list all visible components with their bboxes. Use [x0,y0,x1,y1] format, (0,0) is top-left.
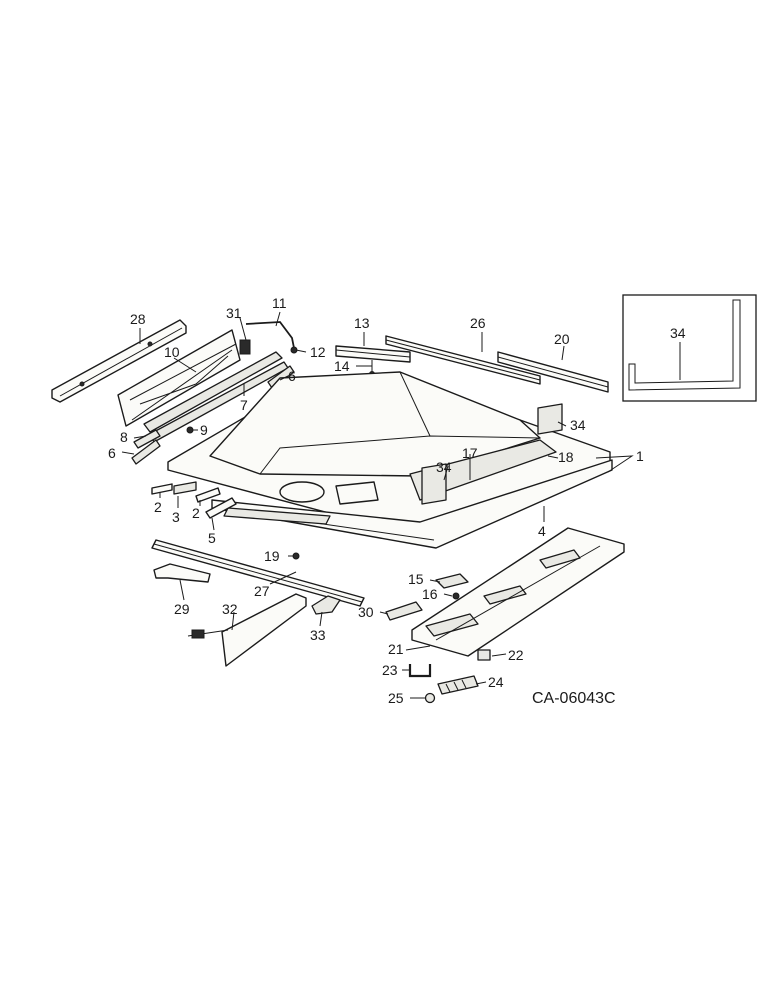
callout-20: 20 [554,331,570,347]
callout-14: 14 [334,358,350,374]
callout-1: 1 [636,448,644,464]
callout-19: 19 [264,548,280,564]
part-2-strip-right [195,487,221,503]
part-27-bar [151,539,365,607]
callout-29: 29 [174,601,190,617]
callout-18: 18 [558,449,574,465]
part-31-block [239,339,251,355]
part-33-bracket [311,595,341,615]
part-11-rod [245,321,295,349]
part-32-side-panel [187,593,307,667]
part-25-nut [424,692,436,704]
callout-7: 7 [240,397,248,413]
inset-detail-box [622,294,757,402]
callout-labels: 28 10 11 31 12 6 7 8 9 6 13 14 26 20 34 … [108,295,686,707]
callout-15: 15 [408,571,424,587]
part-16-nut [452,592,460,600]
callout-32: 32 [222,601,238,617]
part-2-strip-left [151,483,173,495]
diagram-code: CA-06043C [532,690,616,707]
part-4-lower-frame [211,459,613,549]
callout-26: 26 [470,315,486,331]
part-30-pad [385,601,423,621]
callout-33: 33 [310,627,326,643]
callout-9: 9 [200,422,208,438]
callout-34-left: 34 [436,459,452,475]
callout-31: 31 [226,305,242,321]
part-29-bracket [153,563,211,583]
callout-27: 27 [254,583,270,599]
part-15-latch [435,573,469,589]
part-6-piece-right [267,365,295,389]
callout-12: 12 [310,344,326,360]
callout-3: 3 [172,509,180,525]
part-34-block-left [421,463,447,505]
callout-21: 21 [388,641,404,657]
part-28-strip [51,319,187,403]
callout-16: 16 [422,586,438,602]
part-24-grille [437,675,479,695]
part-23-u-clip [408,664,432,678]
callout-25: 25 [388,690,404,706]
callout-30: 30 [358,604,374,620]
callout-23: 23 [382,662,398,678]
part-21-floor-pan [411,527,625,657]
part-10-panel [117,329,241,427]
callout-24: 24 [488,674,504,690]
callout-2-right: 2 [192,505,200,521]
part-6-piece-left [131,439,161,465]
part-20-rail [497,351,609,393]
callout-13: 13 [354,315,370,331]
callout-6-left: 6 [108,445,116,461]
callout-5: 5 [208,530,216,546]
leader-lines [121,311,681,699]
callout-2-left: 2 [154,499,162,515]
callout-8: 8 [120,429,128,445]
part-5-strip [205,497,237,519]
part-22-block [477,649,491,661]
part-26-rail [385,335,541,385]
callout-4: 4 [538,523,546,539]
callout-34-right: 34 [570,417,586,433]
callout-22: 22 [508,647,524,663]
part-34-block-right [537,403,563,435]
callout-34-inset: 34 [670,325,686,341]
part-3-strip [173,481,197,495]
callout-28: 28 [130,311,146,327]
callout-6-right: 6 [288,368,296,384]
callout-17: 17 [462,445,478,461]
callout-10: 10 [164,344,180,360]
callout-11: 11 [272,295,287,311]
